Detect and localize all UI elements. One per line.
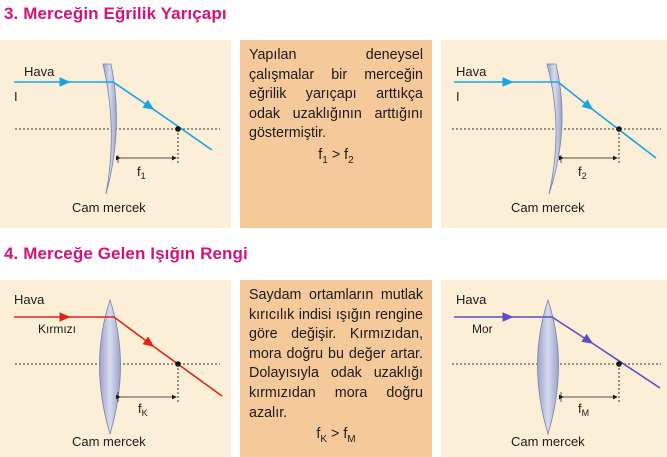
section3-left-diagram: Hava I f1 Cam mercek (14, 63, 220, 215)
ray-label: I (456, 89, 460, 104)
plano-convex-lens (102, 63, 117, 195)
medium-label: Hava (14, 292, 45, 307)
section4-title: 4. Merceğe Gelen Işığın Rengi (4, 244, 248, 263)
refracted-ray (113, 316, 155, 347)
section3-right-diagram: Hava I f2 Cam mercek (452, 63, 661, 215)
focal-length-label: fK (138, 401, 148, 418)
plano-convex-lens (546, 63, 563, 195)
medium-label: Hava (24, 64, 55, 79)
lens-caption: Cam mercek (511, 200, 585, 215)
focal-length-label: f2 (578, 164, 587, 181)
biconvex-lens (537, 298, 559, 436)
section3-formula: f1 > f2 (318, 146, 354, 166)
section3-text: Yapılan deneysel çalışmalar bir merceğin… (249, 47, 423, 142)
medium-label: Hava (456, 292, 487, 307)
refracted-ray (557, 81, 594, 110)
focal-length-label: f1 (137, 164, 146, 181)
focal-length-label: fM (578, 401, 589, 418)
ray-label: Kırmızı (38, 322, 76, 336)
section4-text-panel: Saydam ortamların mutlak kırıcılık indis… (240, 280, 432, 457)
lens-caption: Cam mercek (511, 434, 585, 449)
refracted-ray (112, 81, 155, 110)
section4-text: Saydam ortamların mutlak kırıcılık indis… (249, 287, 423, 421)
section4-left-diagram: Hava Kırmızı fK Cam mercek (14, 292, 223, 449)
lens-caption: Cam mercek (72, 200, 146, 215)
medium-label: Hava (456, 64, 487, 79)
ray-label: I (14, 89, 18, 104)
refracted-ray (551, 316, 594, 344)
section4-formula: fK > fM (316, 426, 356, 446)
section3-text-panel: Yapılan deneysel çalışmalar bir merceğin… (240, 40, 432, 228)
section4-right-diagram: Hava Mor fM Cam mercek (452, 292, 661, 449)
section3-title: 3. Merceğin Eğrilik Yarıçapı (4, 4, 227, 23)
biconvex-lens (99, 298, 121, 436)
ray-label: Mor (472, 322, 493, 336)
lens-caption: Cam mercek (72, 434, 146, 449)
